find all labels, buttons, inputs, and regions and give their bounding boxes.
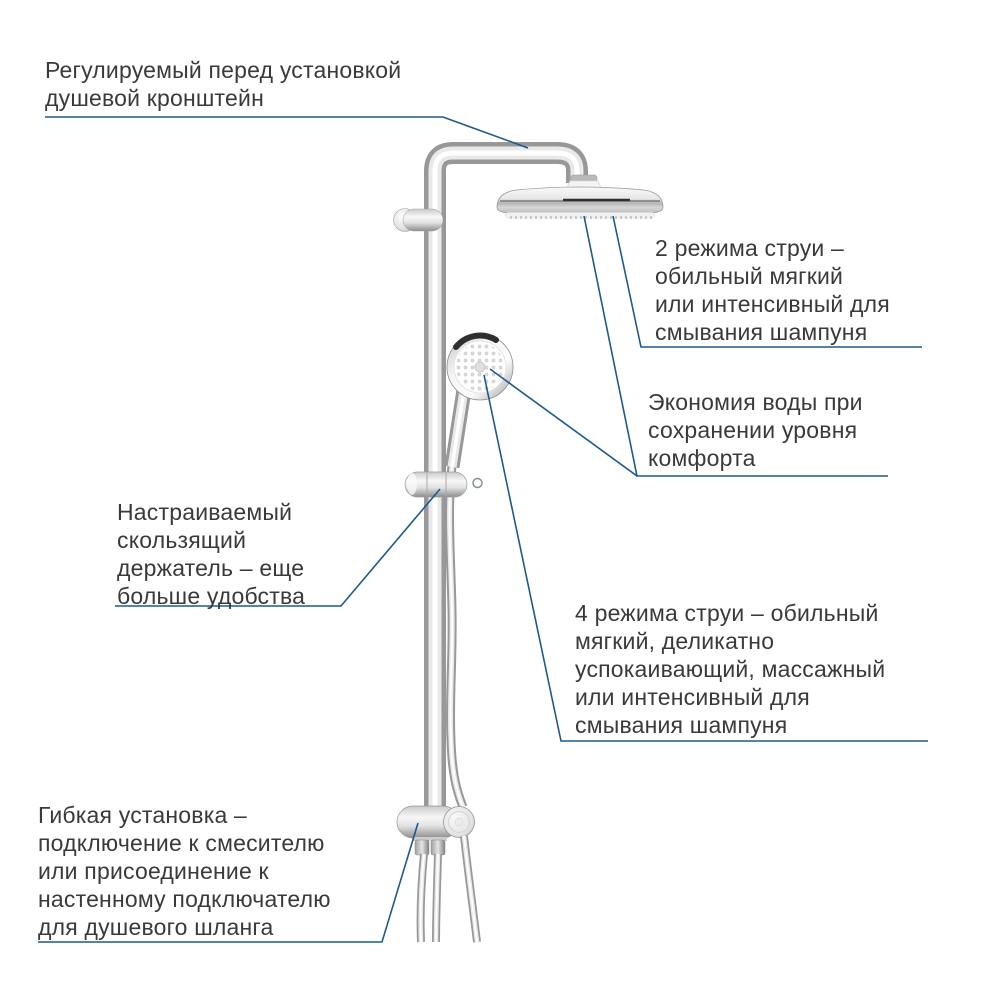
leader-flexible-connection: [38, 822, 419, 943]
annotation-2-spray-modes: 2 режима струи – обильный мягкий или инт…: [655, 235, 890, 345]
shower-arm: [424, 142, 588, 215]
hand-shower: [446, 332, 514, 401]
slider-holder: [404, 471, 483, 498]
leader-2-spray-modes: [612, 215, 922, 348]
annotation-flexible-installation: Гибкая установка – подключение к смесите…: [38, 802, 331, 940]
leader-lines: [38, 116, 928, 943]
mode-selector-band: [453, 332, 499, 350]
leader-water-saving-hand: [489, 368, 638, 477]
leader-shower-arm: [45, 116, 529, 149]
hand-shower-handle: [444, 388, 472, 469]
leader-4-spray-modes: [483, 374, 928, 742]
annotation-water-saving: Экономия воды при сохранении уровня комф…: [648, 389, 863, 471]
supply-hoses: [416, 835, 481, 943]
head-shower: [496, 174, 664, 219]
head-shower-nozzles: [504, 212, 656, 219]
annotation-sliding-holder: Настраиваемый скользящий держатель – еще…: [117, 499, 306, 609]
leader-sliding-holder: [115, 488, 441, 607]
bottom-connector: [396, 805, 475, 856]
wall-mount-knob: [393, 208, 444, 232]
annotation-shower-arm: Регулируемый перед установкой душевой кр…: [45, 57, 402, 111]
shower-hose: [445, 465, 468, 809]
annotation-4-spray-modes: 4 режима струи – обильный мягкий, делика…: [575, 600, 886, 738]
hose-ring: [472, 477, 483, 489]
